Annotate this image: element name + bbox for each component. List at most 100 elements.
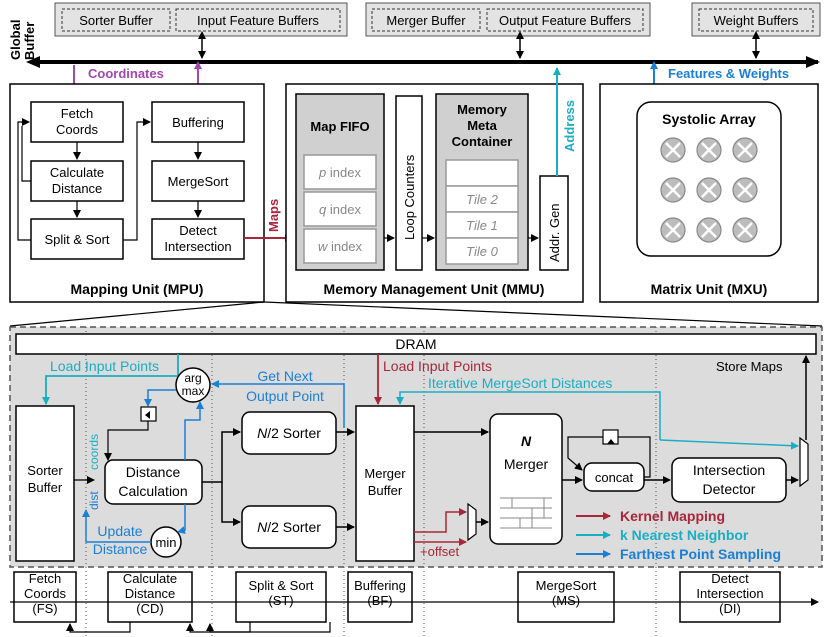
pe-cell-icon — [696, 137, 722, 163]
argmax-node — [175, 367, 211, 403]
pe-cell-icon — [660, 217, 686, 243]
mpu-title: Mapping Unit (MPU) — [71, 281, 204, 297]
input-feature-buffers-box — [175, 8, 341, 32]
pe-cell-icon — [696, 177, 722, 203]
dram-label: DRAM — [395, 336, 436, 352]
load-input-points-left-label: Load Input Points — [50, 358, 159, 374]
calculate-distance-block — [30, 160, 124, 202]
matrix-unit: Systolic Array Matrix Unit (MXU) — [599, 83, 819, 303]
pipeline-stage — [347, 571, 413, 623]
tile1-label: Tile 1 — [466, 218, 498, 233]
buffering-label: Buffering — [172, 115, 224, 130]
address-label: Address — [562, 100, 577, 152]
tile0-label: Tile 0 — [466, 244, 498, 259]
merger-buffer-label: Merger Buffer — [386, 13, 466, 28]
load-input-points-mid-label: Load Input Points — [383, 358, 492, 374]
coords-label: coords — [87, 434, 101, 470]
offset-label: +offset — [420, 544, 460, 559]
loop-counters-label: Loop Counters — [402, 154, 417, 240]
pipeline-stage — [235, 571, 327, 623]
n2-sorter-top-label: N/2 Sorter — [257, 425, 321, 441]
pe-cell-icon — [732, 177, 758, 203]
weight-buffers-label: Weight Buffers — [714, 13, 799, 28]
detail-panel — [9, 326, 823, 568]
mergesort-block — [151, 160, 245, 202]
store-maps-label: Store Maps — [716, 359, 783, 374]
pipeline-stage-label: Split & Sort(ST) — [248, 578, 313, 608]
memory-management-unit: Map FIFO p index q index w index Loop Co… — [285, 83, 584, 303]
maps-label: Maps — [266, 199, 281, 232]
pe-cell-icon — [660, 137, 686, 163]
pe-grid — [660, 137, 758, 243]
systolic-array-label: Systolic Array — [662, 111, 756, 127]
pe-cell-icon — [732, 137, 758, 163]
features-weights-label: Features & Weights — [668, 66, 789, 81]
coordinates-label: Coordinates — [88, 66, 164, 81]
pe-cell-icon — [732, 217, 758, 243]
map-fifo-label: Map FIFO — [310, 119, 369, 134]
pipeline-stage — [13, 571, 77, 623]
tile2-label: Tile 2 — [466, 192, 498, 207]
get-next-output-arrow — [211, 380, 345, 428]
pipeline-stage-label: Buffering(BF) — [354, 578, 406, 608]
pe-cell-icon — [696, 217, 722, 243]
pipeline-feedback-arrow — [186, 622, 251, 633]
mmu-title: Memory Management Unit (MMU) — [324, 281, 545, 297]
pipeline-stage — [679, 571, 781, 623]
legend-label: k Nearest Neighbor — [620, 527, 749, 543]
q-index-label: q index — [319, 202, 361, 217]
global-buffer: Global Buffer Sorter Buffer Input Featur… — [8, 2, 821, 60]
detail-sorter-buffer — [15, 405, 75, 562]
mergesort-label: MergeSort — [168, 174, 229, 189]
loop-counters — [395, 95, 423, 271]
mux-1 — [467, 502, 477, 542]
input-feature-buffers-label: Input Feature Buffers — [197, 13, 319, 28]
global-buffer-label: Global Buffer — [8, 16, 37, 60]
load-input-points-left-arrow — [42, 354, 179, 405]
zoom-line-right — [263, 301, 823, 327]
concat-label: concat — [595, 470, 634, 485]
split-sort-block — [30, 218, 124, 260]
pipeline-feedback-arrow — [66, 622, 131, 633]
detail-merger-buffer — [355, 405, 415, 562]
fetch-coords-block — [30, 101, 124, 143]
legend-label: Kernel Mapping — [620, 508, 725, 524]
buffering-block — [151, 101, 245, 143]
output-feature-buffers-label: Output Feature Buffers — [499, 13, 631, 28]
merger-network-icon — [500, 497, 552, 529]
w-index-label: w index — [318, 239, 363, 254]
n2-sorter-top — [241, 411, 337, 455]
iterative-mergesort-label: Iterative MergeSort Distances — [428, 375, 612, 391]
iterative-mergesort-arrow — [396, 391, 661, 440]
pipeline-stage — [517, 571, 615, 623]
zoom-line-left — [9, 301, 265, 327]
dist-label: dist — [87, 491, 101, 510]
pipeline-feedback-arrow — [206, 622, 331, 633]
p-index-label: p index — [318, 165, 361, 180]
n2-sorter-bottom-label: N/2 Sorter — [257, 519, 321, 535]
legend-label: Farthest Point Sampling — [620, 546, 781, 562]
min-label: min — [156, 535, 177, 550]
sorter-buffer-label: Sorter Buffer — [79, 13, 153, 28]
mxu-title: Matrix Unit (MXU) — [651, 281, 768, 297]
output-feature-buffers-box — [486, 8, 644, 32]
pe-cell-icon — [660, 177, 686, 203]
addr-gen-label: Addr. Gen — [547, 203, 562, 262]
addr-gen — [539, 175, 569, 271]
